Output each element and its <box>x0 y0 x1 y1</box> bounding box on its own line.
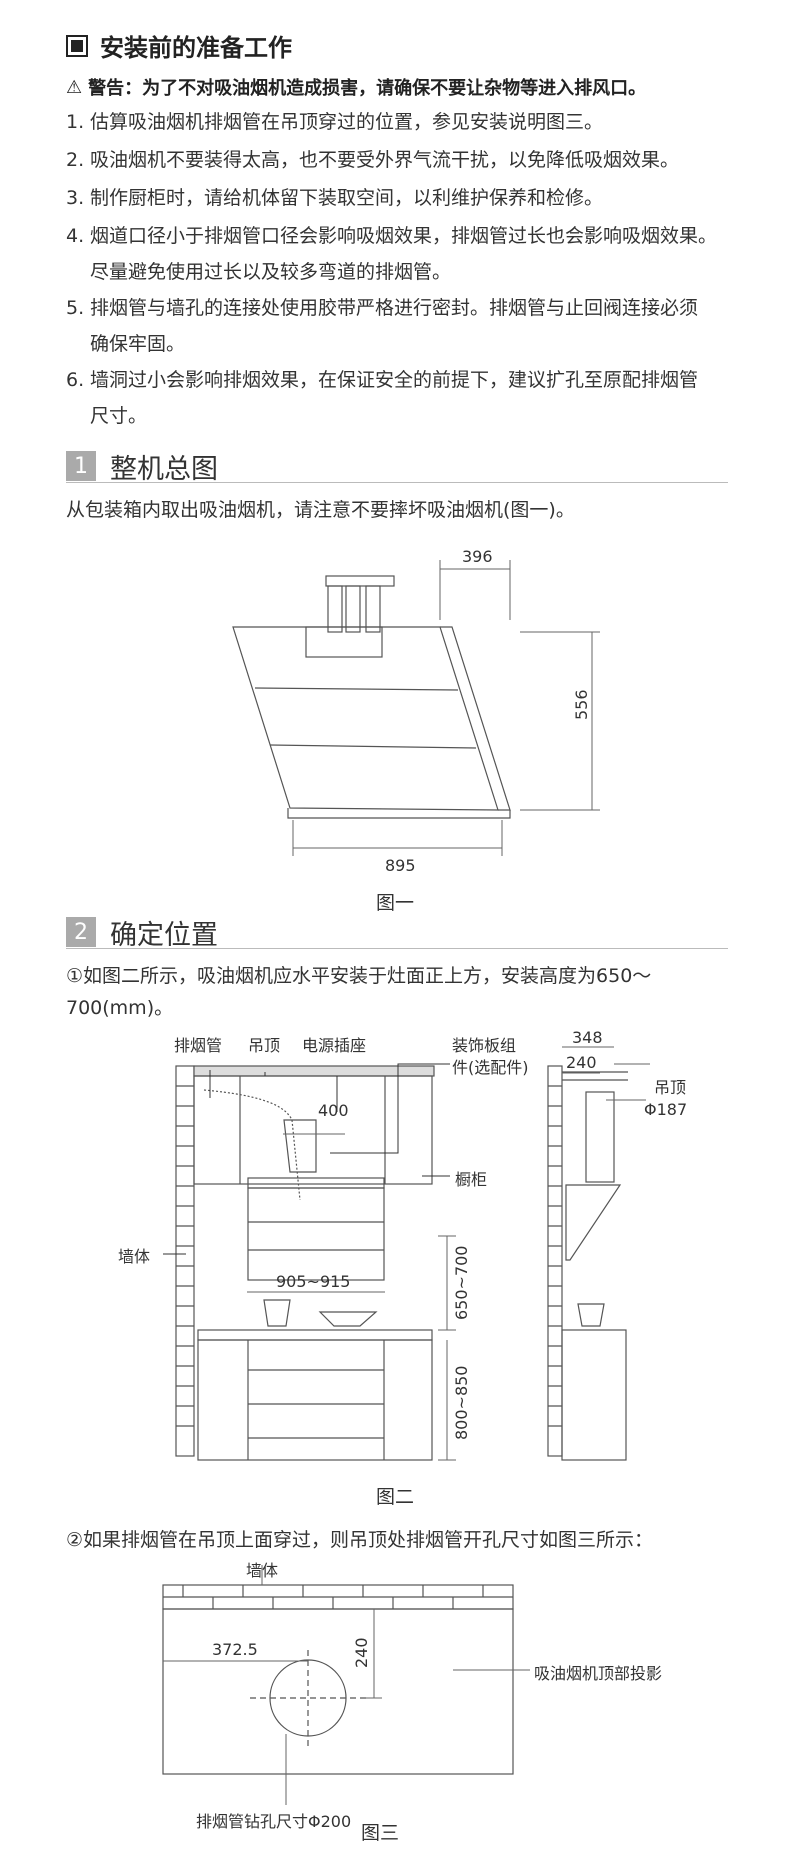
list-item: 1.估算吸油烟机排烟管在吊顶穿过的位置，参见安装说明图三。 <box>66 111 604 133</box>
section-number: 2 <box>66 917 96 947</box>
label-dim-905: 905~915 <box>276 1272 351 1291</box>
label-phi187: Φ187 <box>644 1100 688 1119</box>
fig2-side-drawing <box>547 1065 628 1461</box>
list-item: 2.吸油烟机不要装得太高，也不要受外界气流干扰，以免降低吸烟效果。 <box>66 149 680 171</box>
list-item: 5.排烟管与墙孔的连接处使用胶带严格进行密封。排烟管与止回阀连接必须 确保牢固。 <box>66 297 699 355</box>
fig3-label-wall: 墙体 <box>246 1561 279 1580</box>
section2-desc: ①如图二所示，吸油烟机应水平安装于灶面正上方，安装高度为650～ 700(mm)… <box>66 965 652 1019</box>
label-dim-400: 400 <box>318 1101 349 1120</box>
section-title: 确定位置 <box>110 919 218 951</box>
label-ceiling: 吊顶 <box>248 1036 281 1055</box>
prep-heading: 安装前的准备工作 <box>66 28 292 63</box>
fig3-caption: 图三 <box>360 1822 399 1844</box>
label-dim-348: 348 <box>572 1028 603 1047</box>
fig2-leader-lines <box>163 1063 450 1255</box>
prep-title: 安装前的准备工作 <box>100 34 292 62</box>
fig3-drawing <box>162 1584 514 1775</box>
fig2-side-dims <box>562 1046 650 1101</box>
fig1-caption: 图一 <box>375 892 414 914</box>
section2-desc2: ②如果排烟管在吊顶上面穿过，则吊顶处排烟管开孔尺寸如图三所示： <box>66 1529 654 1551</box>
label-socket: 电源插座 <box>302 1036 367 1055</box>
fig1-dim-width: 895 <box>385 856 416 875</box>
label-pipe: 排烟管 <box>174 1036 223 1055</box>
warning-triangle-icon: ⚠ <box>66 76 83 98</box>
section-title: 整机总图 <box>110 453 218 485</box>
section-number: 1 <box>66 451 96 481</box>
fig2-front-drawing <box>175 1065 435 1461</box>
fig1-hood-drawing <box>232 575 511 819</box>
warning-text: 警告：为了不对吸油烟机造成损害，请确保不要让杂物等进入排风口。 <box>88 78 647 99</box>
label-decor-1: 装饰板组 <box>452 1036 517 1055</box>
fig3-dims <box>163 1565 530 1805</box>
fig1-dim-lines <box>292 560 600 856</box>
label-dim-240: 240 <box>566 1053 597 1072</box>
fig3-dim-240: 240 <box>352 1637 371 1668</box>
label-dim-800: 800~850 <box>452 1365 471 1440</box>
label-decor-2: 件(选配件) <box>452 1058 529 1077</box>
fig2-front-dims <box>247 1133 456 1461</box>
list-item: 6.墙洞过小会影响排烟效果，在保证安全的前提下，建议扩孔至原配排烟管 尺寸。 <box>66 369 699 427</box>
fig3-label-hole: 排烟管钻孔尺寸Φ200 <box>196 1812 352 1831</box>
section1-desc: 从包装箱内取出吸油烟机，请注意不要摔坏吸油烟机(图一)。 <box>66 499 575 521</box>
list-item: 3.制作厨柜时，请给机体留下装取空间，以利维护保养和检修。 <box>66 187 604 209</box>
list-item: 4.烟道口径小于排烟管口径会影响吸烟效果，排烟管过长也会影响吸烟效果。 尽量避免… <box>66 225 718 283</box>
label-side-ceiling: 吊顶 <box>654 1078 687 1097</box>
fig3-label-projection: 吸油烟机顶部投影 <box>534 1664 663 1683</box>
fig1-dim-height: 556 <box>572 689 591 720</box>
fig1-dim-depth: 396 <box>462 547 493 566</box>
fig3-dim-372: 372.5 <box>212 1640 258 1659</box>
fig2-caption: 图二 <box>375 1486 414 1508</box>
warning-line: ⚠ 警告：为了不对吸油烟机造成损害，请确保不要让杂物等进入排风口。 <box>66 74 646 100</box>
label-dim-650: 650~700 <box>452 1245 471 1320</box>
square-bullet-icon <box>66 34 88 57</box>
label-wall: 墙体 <box>118 1247 151 1266</box>
section-heading-position: 2 确定位置 <box>66 916 728 951</box>
label-cabinet: 橱柜 <box>455 1170 488 1189</box>
section-heading-overview: 1 整机总图 <box>66 450 728 485</box>
